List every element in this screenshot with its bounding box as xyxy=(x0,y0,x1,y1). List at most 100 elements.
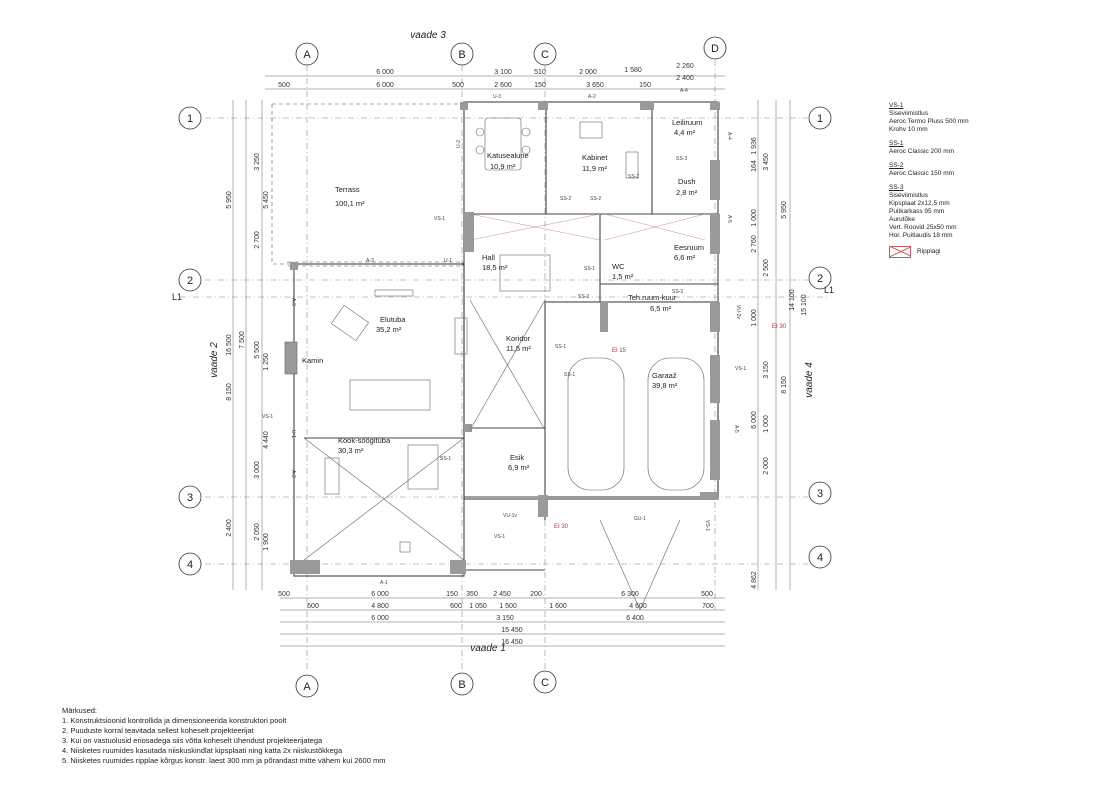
legend-line: Aeroc Classic 150 mm xyxy=(889,170,955,177)
dim-bot2-1: 4 800 xyxy=(371,603,389,610)
dims-top-row2: 500 6 000 500 2 600 150 3 650 150 2 400 xyxy=(278,75,694,89)
dims-bottom-row2: 600 4 800 600 1 050 1 500 1 600 4 600 70… xyxy=(307,603,714,610)
dim-right-m1: 164 xyxy=(751,160,758,172)
wall-code-0: U-3 xyxy=(493,94,501,100)
legend-line: Aurutõke xyxy=(889,216,916,223)
room-area-katusealune: 10,9 m² xyxy=(490,162,516,171)
room-name-hall: Hall xyxy=(482,253,495,262)
room-name-tehruum: Teh.ruum-kuur xyxy=(628,293,677,302)
wall-code-9: A-3 xyxy=(290,298,296,306)
room-name-katusealune: Katusealune xyxy=(487,151,529,160)
grid-row-1-right: 1 xyxy=(817,113,823,125)
dim-bot1-0: 500 xyxy=(278,591,290,598)
dim-bot3-2: 6 400 xyxy=(626,615,644,622)
dim-top2-4: 150 xyxy=(534,82,546,89)
dim-right-m7: 1 000 xyxy=(763,415,770,433)
dim-top2-3: 2 600 xyxy=(494,82,512,89)
legend-line: Kipsplaat 2x12,5 mm xyxy=(889,200,950,207)
wall-code-21: SS-2 xyxy=(560,196,571,202)
grid-row-4-left: 4 xyxy=(187,559,193,571)
notes-title: Märkused: xyxy=(62,706,98,715)
dim-bot-total1: 15 450 xyxy=(501,627,523,634)
ripplagi-zones xyxy=(469,213,706,241)
wall-code-13: VS-1 xyxy=(262,414,273,420)
room-area-kabinet: 11,9 m² xyxy=(582,164,607,173)
wall-code-20: VS-1 xyxy=(704,520,710,531)
room-area-tehruum: 6,5 m² xyxy=(650,304,672,313)
grid-row-2-left: 2 xyxy=(187,275,193,287)
room-name-kabinet: Kabinet xyxy=(582,153,608,162)
view-label-bottom: vaade 1 xyxy=(470,643,506,654)
grid-row-3-right: 3 xyxy=(817,488,823,500)
legend-code: SS-1 xyxy=(889,140,904,147)
room-area-kook: 30,3 m² xyxy=(338,446,364,455)
dim-right-o3: 8 150 xyxy=(781,376,788,394)
grid-bubbles-right: 1 2 3 4 xyxy=(808,106,832,569)
fire-ratings: EI 30 EI 15 EI 30 xyxy=(554,324,787,530)
room-area-wc: 1,5 m² xyxy=(612,272,634,281)
grid-col-c-top: C xyxy=(541,49,549,61)
room-name-eesruum: Eesruum xyxy=(674,243,704,252)
wall-code-17: VS-1 xyxy=(494,534,505,540)
fireplace-label: Kamin xyxy=(302,356,323,365)
wall-code-4: A-5 xyxy=(726,215,732,223)
grid-row-4-right: 4 xyxy=(817,552,823,564)
dim-top1-3: 2 000 xyxy=(579,69,597,76)
furniture xyxy=(284,117,705,611)
fire-rating-0: EI 30 xyxy=(772,324,787,330)
dim-bot1-3: 350 xyxy=(466,591,478,598)
grid-col-a-top: A xyxy=(303,49,311,61)
room-area-elutuba: 35,2 m² xyxy=(376,325,402,334)
room-area-terrass: 100,1 m² xyxy=(335,199,365,208)
wall-code-18: GU-1 xyxy=(634,516,646,522)
legend-line: Hor. Puitlaudis 18 mm xyxy=(889,232,953,239)
dim-left-o1: 2 700 xyxy=(254,231,261,249)
room-name-esik: Esik xyxy=(510,453,524,462)
wall-code-12: A-5 xyxy=(733,425,739,433)
wall-type-legend: VS-1 Siseviimistlus Aeroc Termo Pluss 50… xyxy=(889,102,1029,258)
dim-right-o2: 2 500 xyxy=(763,259,770,277)
dim-top1-1: 3 100 xyxy=(494,69,512,76)
dim-top1-4: 1 580 xyxy=(624,67,642,74)
legend-code: SS-3 xyxy=(889,184,904,191)
dim-left-m2: 5 500 xyxy=(254,341,261,359)
legend-line: Siseviimistlus xyxy=(889,192,929,199)
wall-code-27: SS-1 xyxy=(440,456,451,462)
fire-rating-1: EI 15 xyxy=(612,348,627,354)
legend-line: Siseviimistlus xyxy=(889,110,929,117)
wall-code-8: U-1 xyxy=(444,258,452,264)
legend-line: Aeroc Termo Pluss 500 mm xyxy=(889,118,969,125)
dim-bot3-1: 3 150 xyxy=(496,615,514,622)
grid-row-2-right: 2 xyxy=(817,273,823,285)
dim-right-m2: 1 000 xyxy=(751,209,758,227)
dim-bot2-2: 600 xyxy=(450,603,462,610)
room-name-dush: Dush xyxy=(678,177,696,186)
room-name-wc: WC xyxy=(612,262,625,271)
legend-group-vs1: VS-1 Siseviimistlus Aeroc Termo Pluss 50… xyxy=(889,102,1029,134)
dimension-lines xyxy=(232,75,791,647)
dim-bot2-6: 4 600 xyxy=(629,603,647,610)
legend-ripplagi: Ripplagi xyxy=(889,246,1029,258)
wall-code-14: U-1 xyxy=(290,430,296,438)
dim-right-m6: 6 000 xyxy=(751,411,758,429)
room-area-koridor: 11,5 m² xyxy=(506,344,531,353)
dim-right-o0: 3 450 xyxy=(763,153,770,171)
legend-group-ss3: SS-3 Siseviimistlus Kipsplaat 2x12,5 mm … xyxy=(889,184,1029,240)
dim-right-e1: 15 100 xyxy=(801,294,808,316)
dim-left-e1: 16 500 xyxy=(226,334,233,356)
line-label-left: L1 xyxy=(172,292,182,302)
wall-codes: U-3 A-2 A-4 A-4 A-5 U-2 VS-1 A-3 U-1 A-3… xyxy=(262,88,746,586)
dim-left-o0: 5 950 xyxy=(226,191,233,209)
room-area-eesruum: 6,6 m² xyxy=(674,253,696,262)
legend-line: Puitkarkass 95 mm xyxy=(889,208,945,215)
dim-left-o2: 8 150 xyxy=(226,383,233,401)
dim-bot2-7: 700 xyxy=(702,603,714,610)
dim-top2-7: 2 400 xyxy=(676,75,694,82)
notes-block: Märkused: 1. Konstruktsioonid kontrollid… xyxy=(62,706,385,766)
dim-top2-1: 6 000 xyxy=(376,82,394,89)
wall-code-29: SS-2 xyxy=(578,294,589,300)
dim-left-e0: 7 500 xyxy=(239,331,246,349)
legend-group-ss2: SS-2 Aeroc Classic 150 mm xyxy=(889,162,1029,178)
wall-code-30: SS-3 xyxy=(672,289,683,295)
wall-code-7: A-3 xyxy=(366,258,374,264)
